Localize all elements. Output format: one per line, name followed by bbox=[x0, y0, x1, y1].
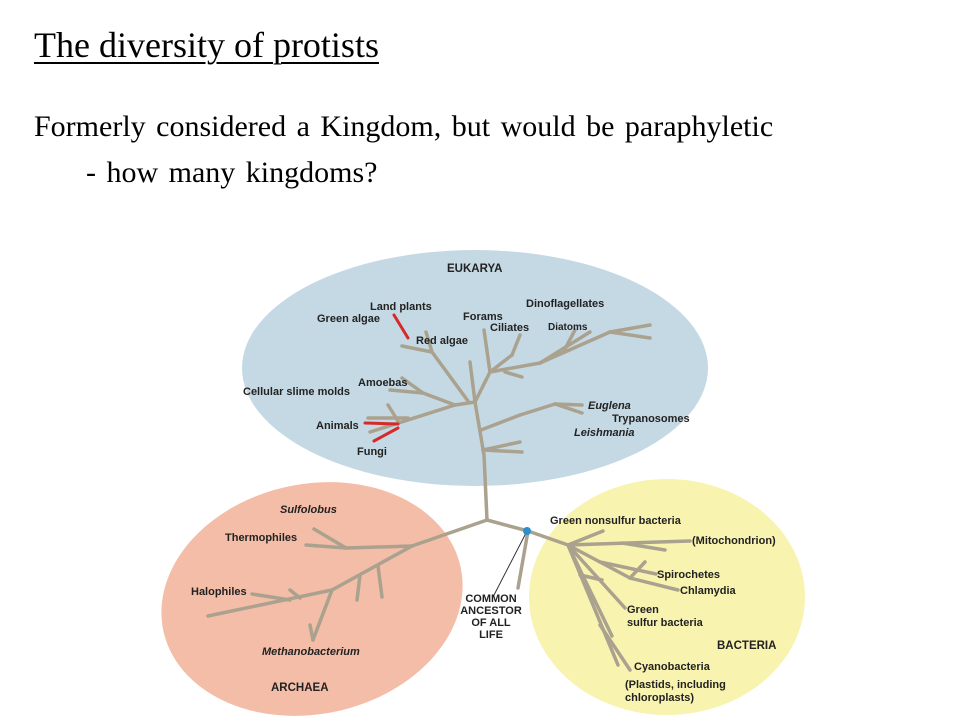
label-animals: Animals bbox=[316, 420, 359, 432]
common-ancestor-dot bbox=[523, 527, 531, 535]
label-cellular-slime-molds: Cellular slime molds bbox=[243, 386, 350, 398]
bullet-line-2: - how many kingdoms? bbox=[86, 156, 378, 189]
label-sulfolobus: Sulfolobus bbox=[280, 504, 337, 516]
eukarya-region bbox=[242, 250, 708, 486]
label-mitochondrion: (Mitochondrion) bbox=[692, 535, 776, 547]
label-thermophiles: Thermophiles bbox=[225, 532, 297, 544]
label-leishmania: Leishmania bbox=[574, 427, 635, 439]
bullet-line-1: Formerly considered a Kingdom, but would… bbox=[34, 110, 774, 143]
archaea-region bbox=[161, 482, 463, 716]
label-trypanosomes: Trypanosomes bbox=[612, 413, 690, 425]
label-cyanobacteria: Cyanobacteria bbox=[634, 661, 711, 673]
label-common-ancestor-4: LIFE bbox=[479, 629, 503, 641]
label-red-algae: Red algae bbox=[416, 335, 468, 347]
tree-branches bbox=[206, 323, 692, 672]
label-methanobacterium: Methanobacterium bbox=[262, 646, 360, 658]
label-common-ancestor-2: ANCESTOR bbox=[460, 605, 522, 617]
label-ciliates: Ciliates bbox=[490, 322, 529, 334]
archaea-label: ARCHAEA bbox=[271, 682, 329, 694]
highlighted-branches bbox=[363, 313, 410, 443]
label-fungi: Fungi bbox=[357, 446, 387, 458]
label-spirochetes: Spirochetes bbox=[657, 569, 720, 581]
bacteria-region bbox=[529, 479, 805, 715]
label-dinoflagellates: Dinoflagellates bbox=[526, 298, 604, 310]
bacteria-label: BACTERIA bbox=[717, 640, 776, 652]
label-common-ancestor-3: OF ALL bbox=[471, 617, 511, 629]
label-chlamydia: Chlamydia bbox=[680, 585, 737, 597]
slide-title: The diversity of protists bbox=[34, 25, 379, 65]
label-green-nonsulfur: Green nonsulfur bacteria bbox=[550, 515, 682, 527]
label-green-sulfur-2: sulfur bacteria bbox=[627, 617, 704, 629]
label-euglena: Euglena bbox=[588, 400, 631, 412]
bullet-text: Formerly considered a Kingdom, but would… bbox=[34, 104, 934, 196]
label-common-ancestor-1: COMMON bbox=[465, 593, 516, 605]
label-green-algae: Green algae bbox=[317, 313, 380, 325]
ancestor-pointer-line bbox=[492, 532, 527, 598]
label-forams: Forams bbox=[463, 311, 503, 323]
label-amoebas: Amoebas bbox=[358, 377, 408, 389]
label-plastids-2: chloroplasts) bbox=[625, 692, 694, 704]
label-land-plants: Land plants bbox=[370, 301, 432, 313]
label-green-sulfur-1: Green bbox=[627, 604, 659, 616]
eukarya-label: EUKARYA bbox=[447, 263, 502, 275]
label-diatoms: Diatoms bbox=[548, 322, 588, 333]
label-plastids-1: (Plastids, including bbox=[625, 679, 726, 691]
label-halophiles: Halophiles bbox=[191, 586, 247, 598]
